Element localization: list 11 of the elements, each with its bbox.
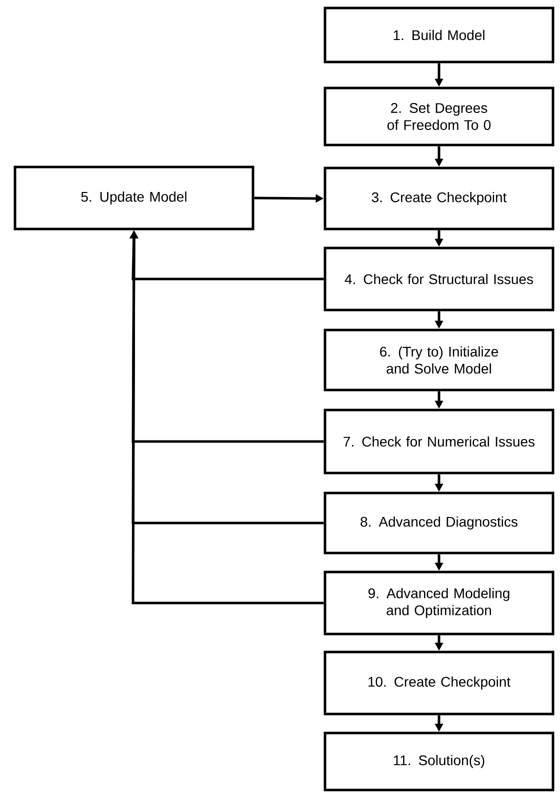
process-box: 7. Check for Numerical Issues [324, 408, 554, 474]
process-box: 3. Create Checkpoint [324, 166, 554, 230]
process-box: 6. (Try to) Initialize and Solve Model [324, 328, 554, 392]
process-box: 1. Build Model [324, 6, 554, 64]
process-box: 5. Update Model [14, 166, 254, 230]
process-box: 2. Set Degrees of Freedom To 0 [324, 86, 554, 146]
process-box: 8. Advanced Diagnostics [324, 492, 554, 554]
process-box: 11. Solution(s) [324, 732, 554, 792]
process-box: 10. Create Checkpoint [324, 650, 554, 716]
process-box: 4. Check for Structural Issues [324, 246, 554, 312]
process-box: 9. Advanced Modeling and Optimization [324, 570, 554, 636]
